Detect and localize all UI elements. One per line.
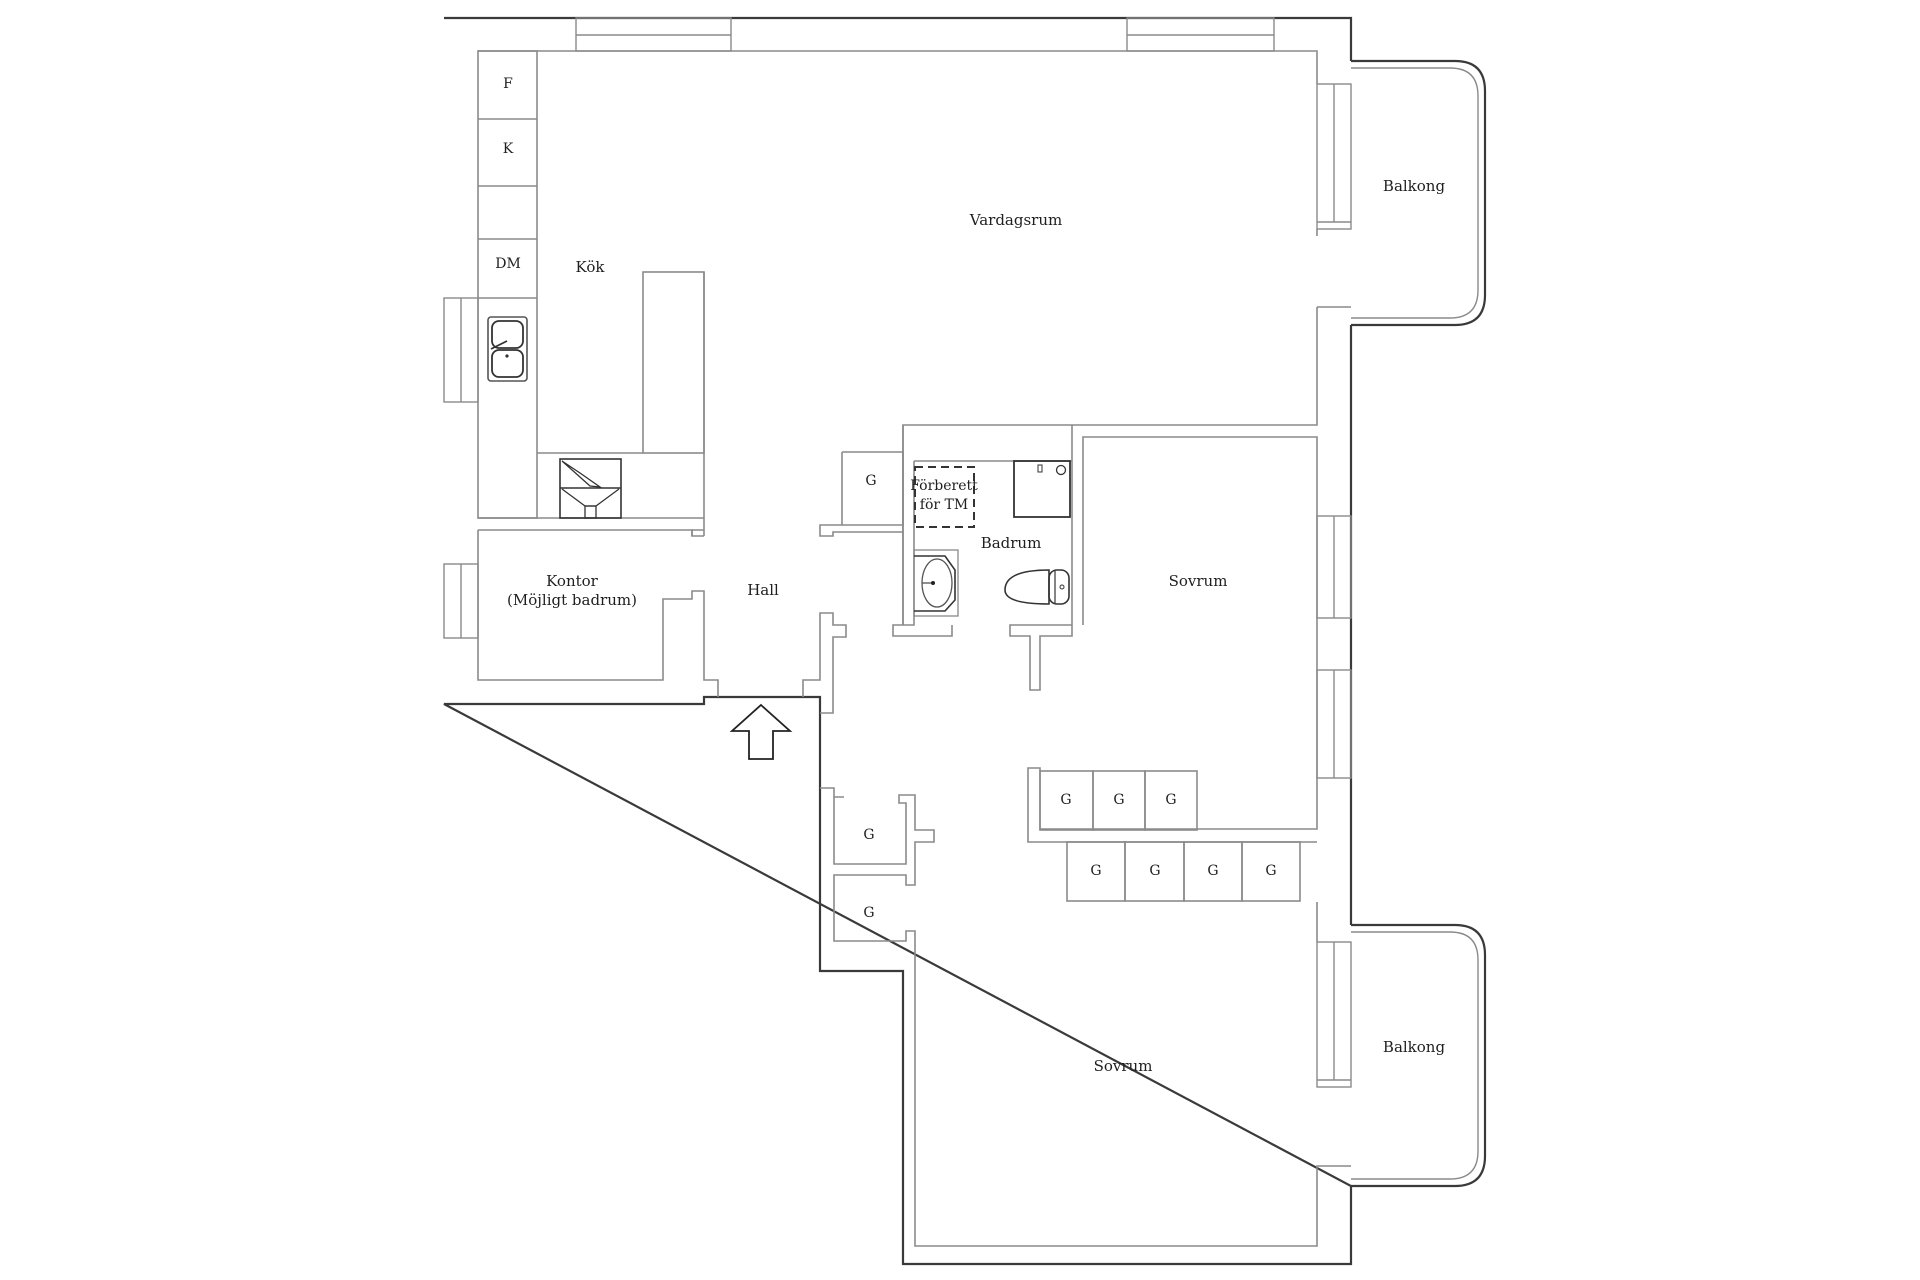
balkong-lower-label: Balkong xyxy=(1383,1038,1446,1056)
wardrobe-row2-3: G xyxy=(1207,863,1218,879)
sink-icon xyxy=(487,316,528,382)
kontor-label: Kontor xyxy=(546,572,599,590)
sovrum-upper-label: Sovrum xyxy=(1169,572,1228,590)
bathroom: Förberett för TM Badrum xyxy=(892,425,1073,691)
cabinet-f-label: F xyxy=(503,76,513,92)
sovrum-lower: Sovrum xyxy=(914,902,1352,1247)
wardrobe-hall-top-label: G xyxy=(865,473,876,489)
kontor: Kontor (Möjligt badrum) xyxy=(443,529,719,697)
living-room-window xyxy=(1316,83,1352,308)
sovrum-lower-label: Sovrum xyxy=(1094,1057,1153,1075)
balkong-upper-label: Balkong xyxy=(1383,177,1446,195)
kitchen: F K DM Kök xyxy=(443,50,705,536)
wardrobes: G G G G G G G G G xyxy=(820,770,1301,971)
wardrobe-row2-2: G xyxy=(1149,863,1160,879)
badrum-label: Badrum xyxy=(981,534,1042,552)
tm-note-line2: för TM xyxy=(920,497,968,513)
toilet-icon xyxy=(1004,569,1070,605)
wardrobe-row2-4: G xyxy=(1265,863,1276,879)
vardagsrum-label: Vardagsrum xyxy=(969,211,1062,229)
entry-arrow-icon xyxy=(729,703,793,760)
hall: Hall G xyxy=(729,451,904,760)
washbasin-icon xyxy=(913,549,959,617)
cabinet-k-label: K xyxy=(503,141,514,157)
hall-label: Hall xyxy=(747,581,779,599)
shower-icon xyxy=(1013,460,1071,518)
cabinet-dm-label: DM xyxy=(495,256,521,272)
wardrobe-row1-3: G xyxy=(1165,792,1176,808)
wardrobe-row2-1: G xyxy=(1090,863,1101,879)
outer-walls xyxy=(443,16,1353,1266)
kok-label: Kök xyxy=(576,258,606,276)
wardrobe-row1-1: G xyxy=(1060,792,1071,808)
wardrobe-row1-2: G xyxy=(1113,792,1124,808)
wardrobe-hall-left-1: G xyxy=(863,827,874,843)
balcony-lower: Balkong xyxy=(1351,923,1487,1188)
sovrum-upper: Sovrum xyxy=(1027,436,1352,843)
wardrobe-hall-left-2: G xyxy=(863,905,874,921)
top-windows xyxy=(575,17,1275,52)
balcony-upper: Balkong xyxy=(1351,59,1487,327)
fireplace-icon xyxy=(559,458,622,519)
kontor-note-label: (Möjligt badrum) xyxy=(507,591,637,609)
tm-note-line1: Förberett xyxy=(910,478,978,494)
